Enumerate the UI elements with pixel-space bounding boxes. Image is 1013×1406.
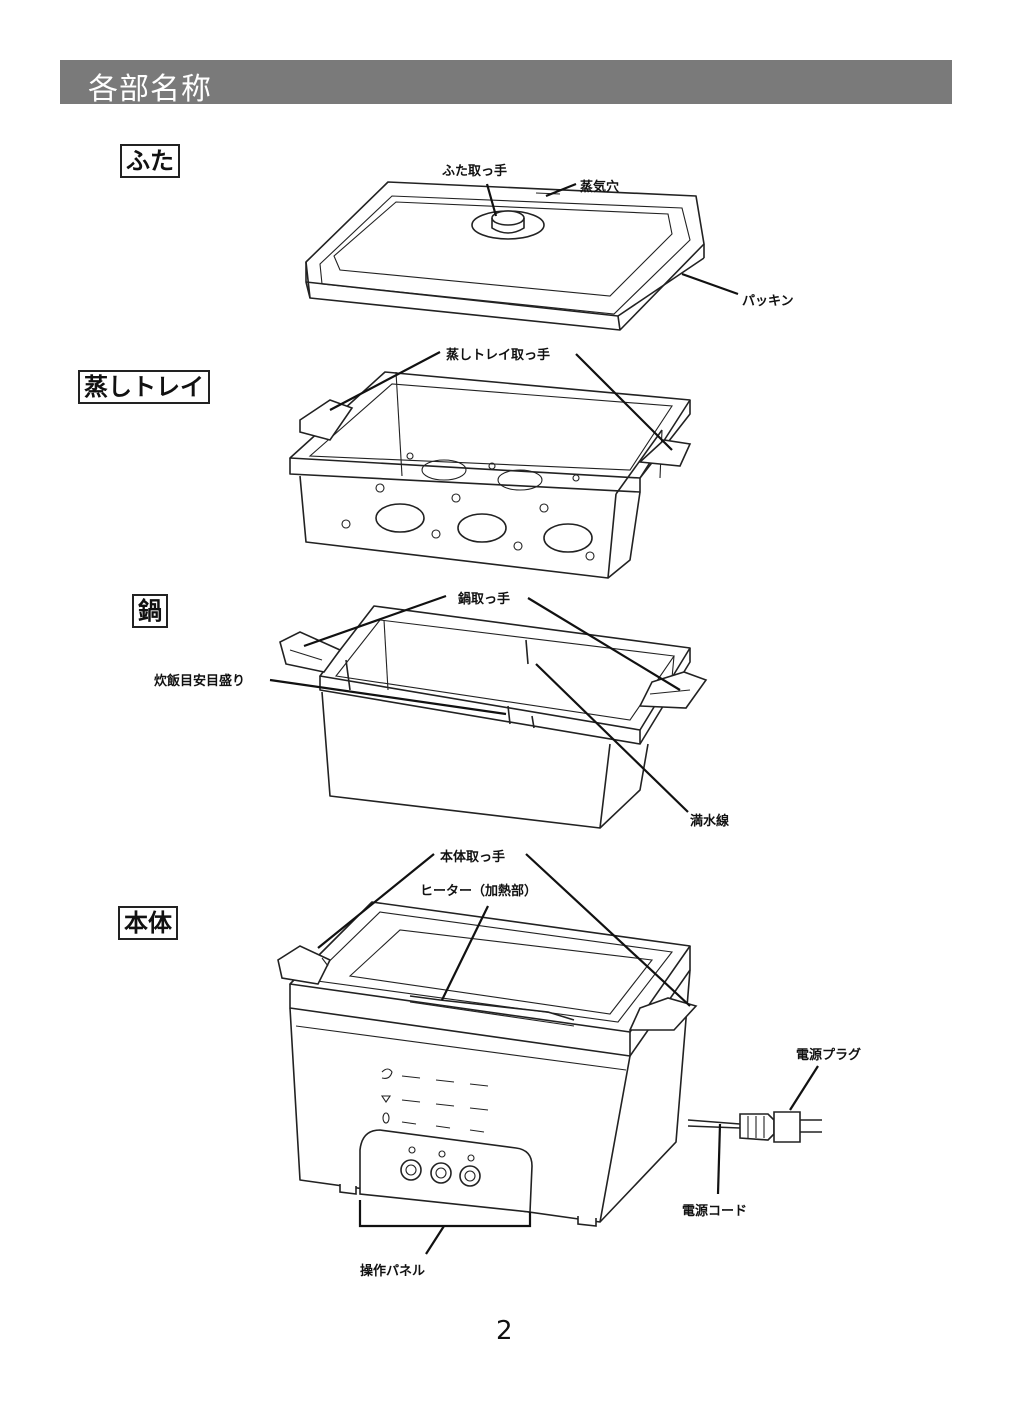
callout-steam-vent: 蒸気穴 [580,176,619,195]
callout-heater: ヒーター（加熱部） [420,880,537,899]
callout-pot-handle: 鍋取っ手 [458,588,510,607]
callout-max-water-line: 満水線 [690,810,729,829]
callout-rice-marks: 炊飯目安目盛り [154,670,245,689]
body-drawing [278,902,822,1226]
section-label-steam-tray: 蒸しトレイ [78,370,210,404]
section-label-lid: ふた [120,144,180,178]
section-label-body: 本体 [118,906,178,940]
callout-power-cord: 電源コード [682,1200,747,1219]
callout-body-handle: 本体取っ手 [440,846,505,865]
steam-tray-drawing [290,372,690,578]
section-label-pot: 鍋 [132,594,168,628]
lid-drawing [306,182,704,330]
page-number: 2 [496,1316,513,1346]
callout-power-plug: 電源プラグ [796,1044,861,1063]
callout-control-panel: 操作パネル [360,1260,425,1279]
callout-gasket: パッキン [742,290,794,309]
callout-lid-handle: ふた取っ手 [442,160,507,179]
callout-tray-handle: 蒸しトレイ取っ手 [446,344,550,363]
pot-drawing [280,606,706,828]
